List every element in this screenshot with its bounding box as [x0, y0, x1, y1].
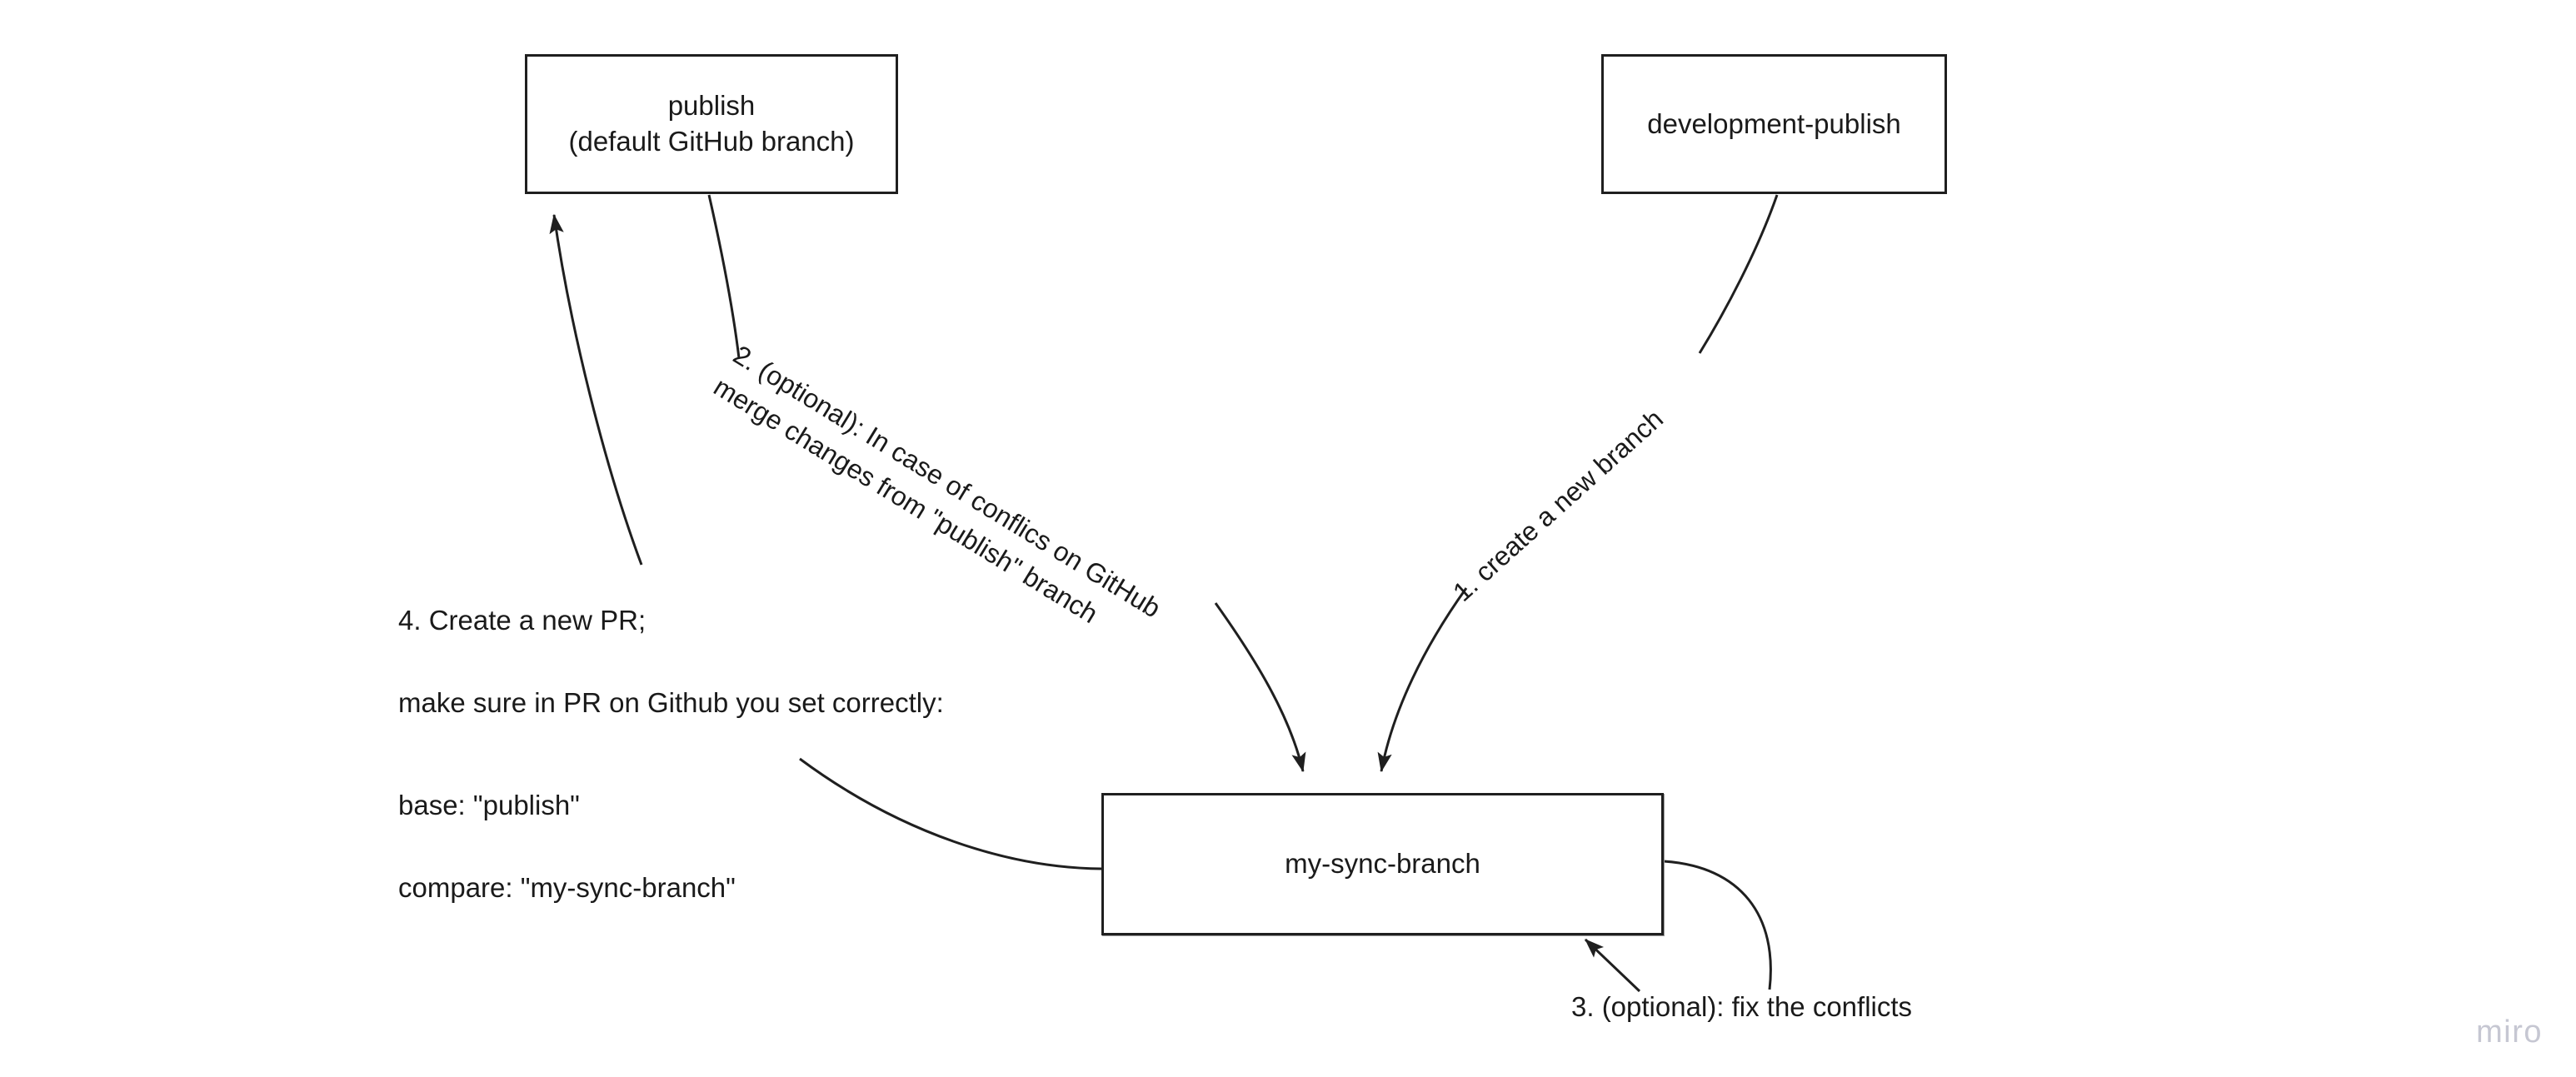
edge-conflict-to-sync — [1584, 938, 1641, 993]
edge-sync-conflict-loop — [1663, 860, 1772, 990]
create-pr-line-3: base: "publish" — [398, 789, 580, 820]
node-development-publish[interactable]: development-publish — [1601, 54, 1947, 194]
edge-label-create-pr: 4. Create a new PR; make sure in PR on G… — [398, 558, 944, 908]
node-publish-label: publish (default GitHub branch) — [568, 90, 855, 157]
node-development-publish-label: development-publish — [1647, 107, 1901, 139]
edge-label-fix-conflicts: 3. (optional): fix the conflicts — [1571, 991, 1913, 1022]
node-publish[interactable]: publish (default GitHub branch) — [525, 54, 898, 194]
edge-pr-to-publish — [549, 213, 643, 566]
edge-label-create-branch: 1. create a new branch — [1447, 403, 1670, 607]
node-my-sync-branch-label: my-sync-branch — [1285, 848, 1480, 880]
create-pr-spacer — [398, 723, 944, 743]
miro-watermark: miro — [2476, 1015, 2543, 1050]
node-my-sync-branch[interactable]: my-sync-branch — [1101, 793, 1664, 935]
create-pr-line-2: make sure in PR on Github you set correc… — [398, 686, 944, 718]
create-pr-line-4: compare: "my-sync-branch" — [398, 871, 736, 903]
create-pr-line-1: 4. Create a new PR; — [398, 604, 646, 636]
